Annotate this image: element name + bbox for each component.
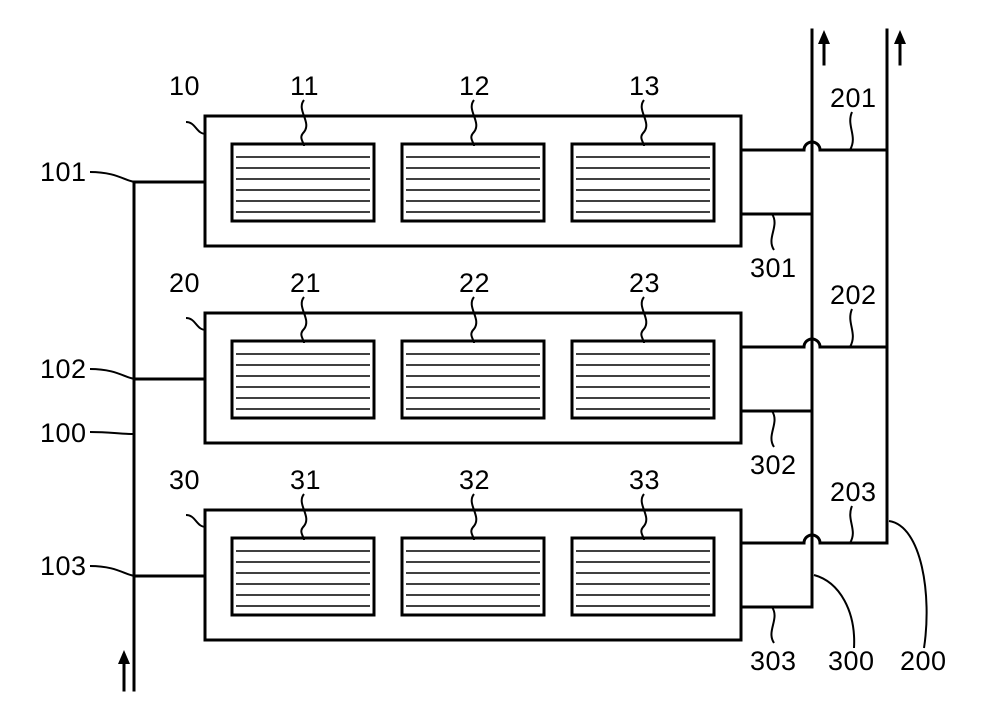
label-cell-31: 31 <box>290 465 321 495</box>
label-exhaust-b-3: 303 <box>750 646 797 676</box>
label-supply-main: 100 <box>40 418 87 448</box>
label-supply-1: 101 <box>40 157 87 187</box>
label-exhaust-a-1: 201 <box>830 83 877 113</box>
label-cell-22: 22 <box>459 268 490 298</box>
supply-inlet-arrow-icon <box>118 650 130 690</box>
label-stack-3: 30 <box>169 465 200 495</box>
cell-11 <box>232 144 374 221</box>
label-cell-13: 13 <box>629 71 660 101</box>
label-stack-1: 10 <box>169 71 200 101</box>
stack-2 <box>205 313 741 443</box>
label-exhaust-b-2: 302 <box>750 450 797 480</box>
label-exhaust-b-main: 300 <box>828 646 875 676</box>
label-cell-12: 12 <box>459 71 490 101</box>
cell-33 <box>572 538 714 615</box>
label-exhaust-a-3: 203 <box>830 477 877 507</box>
cell-31 <box>232 538 374 615</box>
cell-12 <box>402 144 544 221</box>
label-cell-11: 11 <box>290 71 319 101</box>
label-exhaust-b-1: 301 <box>750 253 797 283</box>
label-exhaust-a-main: 200 <box>900 646 947 676</box>
exhaust-manifold-300 <box>741 30 812 607</box>
label-cell-21: 21 <box>290 268 321 298</box>
stack-1 <box>205 116 741 246</box>
exhaust-200-outlet-arrow-icon <box>894 30 906 64</box>
cell-23 <box>572 341 714 418</box>
cell-22 <box>402 341 544 418</box>
supply-manifold <box>134 182 204 690</box>
label-stack-2: 20 <box>169 268 200 298</box>
label-cell-33: 33 <box>629 465 660 495</box>
cell-32 <box>402 538 544 615</box>
label-supply-2: 102 <box>40 354 87 384</box>
label-cell-32: 32 <box>459 465 490 495</box>
cell-21 <box>232 341 374 418</box>
cell-13 <box>572 144 714 221</box>
stack-3 <box>205 510 741 640</box>
exhaust-300-outlet-arrow-icon <box>818 30 830 64</box>
label-exhaust-a-2: 202 <box>830 280 877 310</box>
label-cell-23: 23 <box>629 268 660 298</box>
label-supply-3: 103 <box>40 551 87 581</box>
